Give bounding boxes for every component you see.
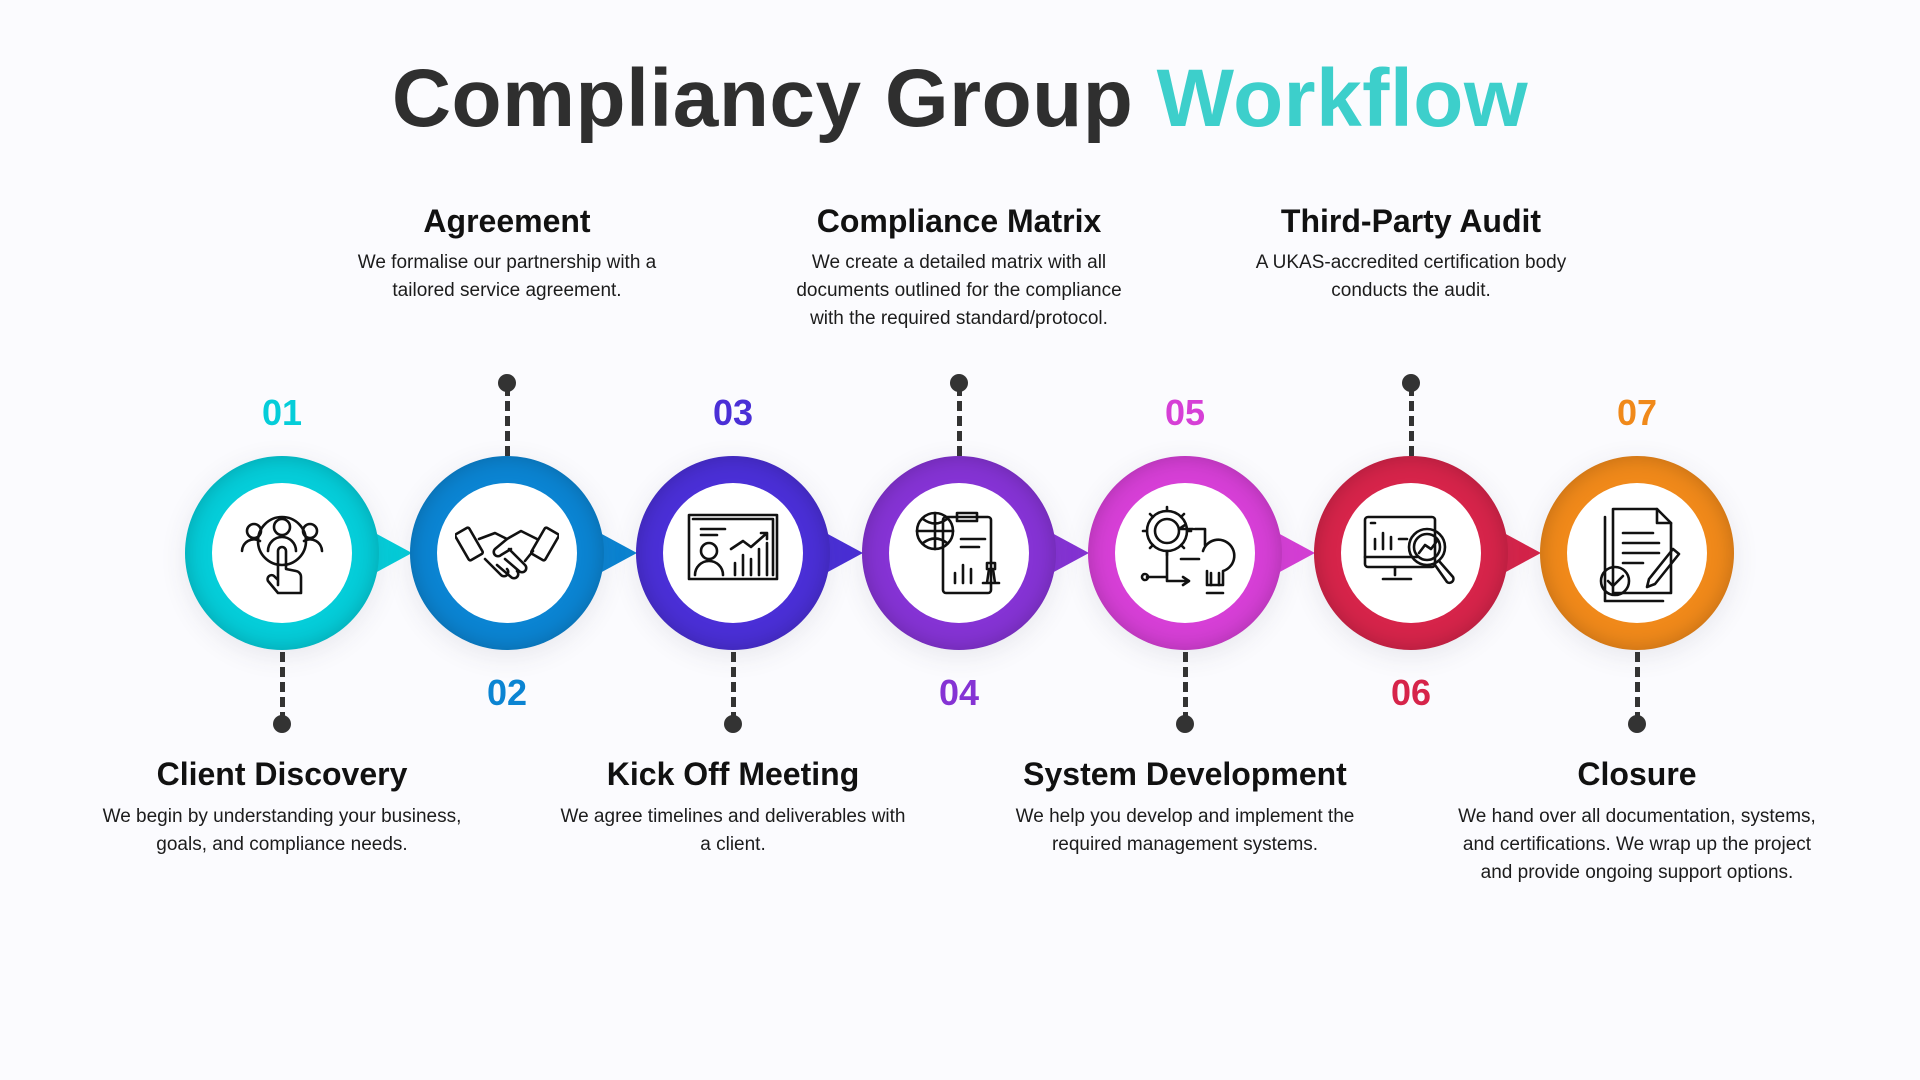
connector-line: [1183, 652, 1188, 722]
step-icon-circle: [1567, 483, 1707, 623]
user-select-icon: [230, 499, 334, 608]
step-description: We begin by understanding your business,…: [102, 806, 462, 855]
connector-line: [731, 652, 736, 722]
step-heading: Kick Off Meeting: [606, 756, 860, 792]
connector-dot: [1176, 715, 1194, 733]
step-heading: Agreement: [423, 203, 591, 239]
connector-dot: [273, 715, 291, 733]
step-ring: [862, 456, 1056, 650]
step-number: 01: [261, 392, 303, 433]
step-icon-circle: [1115, 483, 1255, 623]
connector-line: [280, 652, 285, 722]
connector-dot: [1628, 715, 1646, 733]
gear-lightbulb-icon: [1133, 499, 1237, 608]
step-number: 04: [938, 672, 980, 713]
step-number: 02: [486, 672, 528, 713]
step-heading: Client Discovery: [156, 756, 408, 792]
connector-dot: [498, 374, 516, 392]
step-heading: Compliance Matrix: [816, 203, 1102, 239]
step-description: We hand over all documentation, systems,…: [1458, 806, 1816, 883]
step-ring: [636, 456, 830, 650]
step-description: We formalise our partnership with a tail…: [357, 252, 657, 301]
strategy-clipboard-icon: [907, 499, 1011, 608]
step-heading: Closure: [1577, 756, 1697, 792]
connector-dot: [1402, 374, 1420, 392]
step-number: 07: [1616, 392, 1658, 433]
step-ring: [1088, 456, 1282, 650]
step-icon-circle: [889, 483, 1029, 623]
monitor-magnifier-icon: [1359, 499, 1463, 608]
connector-line: [505, 386, 510, 456]
connector-line: [957, 386, 962, 456]
step-number: 03: [712, 392, 754, 433]
step-heading: System Development: [1023, 756, 1347, 792]
step-ring: [1314, 456, 1508, 650]
step-number: 06: [1390, 672, 1432, 713]
step-icon-circle: [1341, 483, 1481, 623]
step-heading: Third-Party Audit: [1280, 203, 1542, 239]
connector-line: [1635, 652, 1640, 722]
connector-line: [1409, 386, 1414, 456]
presentation-icon: [681, 499, 785, 608]
step-number: 05: [1164, 392, 1206, 433]
step-ring: [185, 456, 379, 650]
step-ring: [410, 456, 604, 650]
title-accent: Workflow: [1156, 53, 1529, 144]
connector-dot: [724, 715, 742, 733]
step-description: We help you develop and implement the re…: [1015, 806, 1355, 855]
step-icon-circle: [437, 483, 577, 623]
document-check-icon: [1585, 499, 1689, 608]
connector-dot: [950, 374, 968, 392]
handshake-icon: [454, 499, 560, 608]
step-icon-circle: [212, 483, 352, 623]
step-ring: [1540, 456, 1734, 650]
step-description: We agree timelines and deliverables with…: [560, 806, 906, 855]
page-title: Compliancy Group Workflow: [0, 52, 1920, 146]
step-icon-circle: [663, 483, 803, 623]
step-description: We create a detailed matrix with all doc…: [796, 252, 1122, 329]
step-description: A UKAS-accredited certification body con…: [1255, 252, 1567, 301]
title-main: Compliancy Group: [391, 53, 1134, 144]
